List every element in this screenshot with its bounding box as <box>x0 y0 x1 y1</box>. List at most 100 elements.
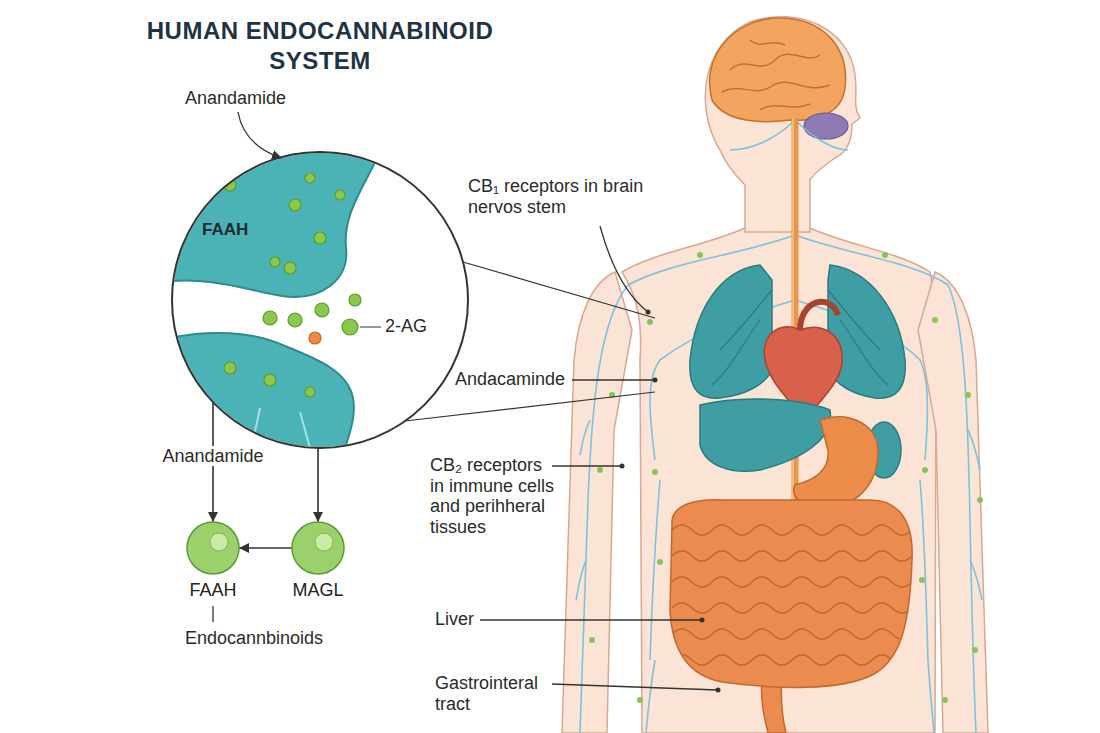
body-outline <box>918 272 988 733</box>
nerve-lines <box>970 560 982 600</box>
leader-lines <box>552 684 718 690</box>
nerve-lines <box>920 480 928 660</box>
synapse-illustration <box>160 140 385 297</box>
leader-lines <box>552 465 622 466</box>
callout-label: CB₂ receptors in immune cells and perihh… <box>430 455 560 538</box>
synapse-illustration <box>309 332 321 344</box>
stomach <box>794 417 878 508</box>
receptor-dots <box>977 497 983 503</box>
synapse-illustration <box>314 232 326 244</box>
nerve-lines <box>576 120 982 733</box>
intestines <box>672 603 912 613</box>
receptor-dots <box>965 392 971 398</box>
callout-label: CB₁ receptors in brain nervos stem <box>468 176 668 217</box>
brain <box>804 113 848 139</box>
receptor-dots <box>647 319 653 325</box>
leader-lines <box>572 379 655 380</box>
body-outline <box>622 228 936 733</box>
brain <box>722 82 830 92</box>
leader-dots <box>620 310 721 693</box>
leader-lines <box>480 619 702 620</box>
callout-label: Liver <box>435 609 474 630</box>
flow-arrow <box>317 448 319 522</box>
intestines <box>672 577 912 587</box>
callout-label: Endocannbinoids <box>185 628 323 649</box>
nerve-lines <box>928 660 934 733</box>
intestines <box>672 525 912 535</box>
zoom-lines <box>405 392 655 421</box>
brain <box>750 40 785 45</box>
diagram-title: HUMAN ENDOCANNABINOID SYSTEM <box>110 16 530 76</box>
synapse-illustration <box>160 333 354 460</box>
enzyme-cell <box>292 522 344 574</box>
leader-dots <box>620 464 625 469</box>
intestines <box>670 500 912 733</box>
receptor-dots <box>589 252 983 703</box>
brain <box>710 18 846 122</box>
nerve-lines <box>646 660 655 733</box>
receptor-dots <box>652 469 658 475</box>
synapse-illustration <box>224 362 236 374</box>
synapse-illustration <box>360 326 381 327</box>
synapse-illustration <box>160 140 467 460</box>
lungs <box>828 265 905 398</box>
synapse-illustration <box>289 199 301 211</box>
brain <box>710 18 848 139</box>
flow-arrow <box>239 547 292 549</box>
nerve-lines <box>650 480 660 660</box>
synapse-illustration <box>263 311 277 325</box>
zoom-circle-outline <box>172 152 468 448</box>
leader-dots <box>646 310 651 315</box>
leader-dots <box>716 688 721 693</box>
receptor-dots <box>637 697 643 703</box>
synapse-illustration <box>160 140 385 460</box>
brain <box>760 104 810 110</box>
leader-lines <box>213 112 718 690</box>
lungs <box>840 320 888 385</box>
nerve-lines <box>968 430 980 470</box>
lungs <box>712 320 760 385</box>
enzyme-circle: FAAH <box>178 520 248 602</box>
intestines <box>670 500 912 688</box>
body-outline <box>562 272 632 733</box>
enzyme-cell <box>187 522 239 574</box>
synapse-illustration <box>335 190 345 200</box>
enzyme-name: FAAH <box>189 580 236 602</box>
zoom-outline <box>170 150 470 450</box>
receptor-dots <box>657 559 663 565</box>
synapse-illustration <box>288 313 302 327</box>
receptor-dots <box>589 637 595 643</box>
enzyme-name: MAGL <box>292 580 343 602</box>
intestines <box>672 629 912 639</box>
receptor-dots <box>942 697 948 703</box>
synapse-illustration <box>305 173 315 183</box>
nerve-lines <box>795 120 848 150</box>
edge-label: Anandamide <box>159 446 266 467</box>
leader-dots <box>653 378 658 383</box>
enzyme-nucleus <box>210 533 228 551</box>
synapse-illustration <box>305 387 315 397</box>
brain <box>722 40 830 110</box>
synapse-illustration <box>264 374 276 386</box>
intestines <box>672 525 912 665</box>
synapse-illustration <box>349 294 361 306</box>
leader-dots <box>700 618 705 623</box>
brain <box>730 54 820 70</box>
nerve-lines <box>730 120 795 150</box>
receptor-dots <box>972 647 978 653</box>
intestines <box>672 655 912 665</box>
leader-lines <box>600 226 648 312</box>
intestines <box>672 551 912 561</box>
nerve-lines <box>576 560 586 600</box>
receptor-dots <box>697 252 703 258</box>
receptor-dots <box>932 317 938 323</box>
callout-label: 2-AG <box>385 316 427 337</box>
body-outline <box>705 17 860 232</box>
heart <box>800 302 838 330</box>
liver <box>700 399 830 471</box>
receptor-dots <box>919 577 925 583</box>
body-outline <box>562 17 988 733</box>
callout-label: Andacaminde <box>455 369 565 390</box>
